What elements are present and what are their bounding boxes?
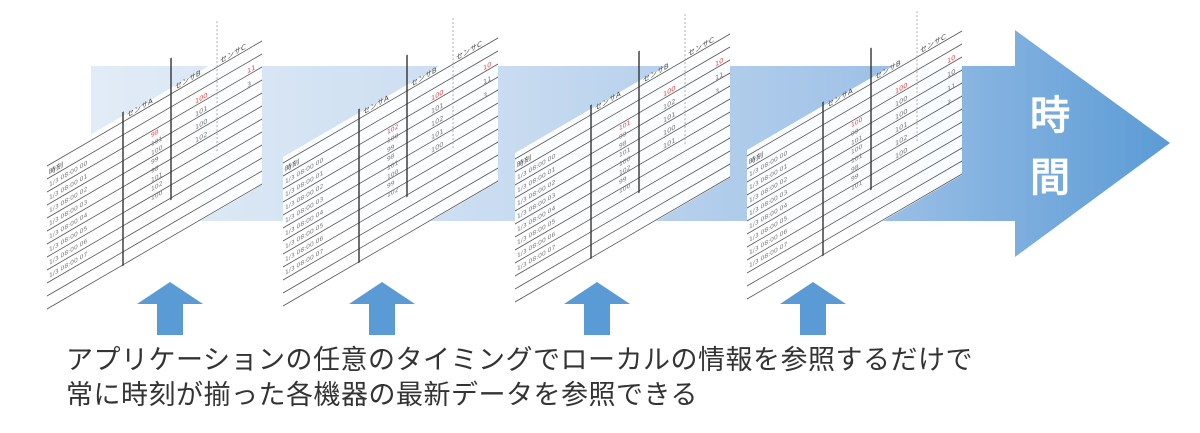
- up-arrow-icon: [564, 282, 630, 335]
- sensor-a-cell: 101: [619, 118, 630, 132]
- sensor-a-cell: 102: [387, 122, 398, 136]
- time-label-char-1: 時: [1030, 93, 1070, 139]
- sensor-a-cell: 98: [387, 152, 395, 164]
- time-axis-label: 時 間: [1020, 85, 1080, 209]
- sensor-a-cell: 101: [387, 158, 398, 172]
- sensor-a-cell: 102: [151, 179, 162, 193]
- sensor-a-cell: 102: [619, 163, 630, 177]
- sensor-a-cell: 100: [387, 167, 398, 181]
- up-arrow-icon: [349, 282, 415, 335]
- sensor-a-cell: 100: [851, 115, 862, 129]
- sensor-c-cell: 11: [247, 62, 255, 75]
- sensor-a-cell: 99: [619, 175, 627, 187]
- sensor-a-cell: 101: [619, 145, 630, 159]
- sensor-c-cell: 11: [715, 69, 723, 82]
- sensor-a-cell: 101: [851, 151, 862, 165]
- sensor-a-cell: 100: [851, 142, 862, 156]
- sensor-a-cell: 102: [387, 185, 398, 199]
- time-label-char-2: 間: [1030, 155, 1070, 201]
- sensor-a-cell: 99: [387, 143, 395, 155]
- sensor-c-cell: 3: [715, 86, 719, 97]
- up-arrow-icon: [137, 282, 203, 335]
- sensor-c-cell: 10: [947, 52, 955, 65]
- sensor-a-cell: 98: [151, 128, 159, 140]
- sensor-a-cell: 99: [619, 130, 627, 142]
- sensor-a-cell: 98: [151, 164, 159, 176]
- sensor-a-cell: 98: [619, 139, 627, 151]
- sensor-c-cell: 11: [483, 73, 491, 86]
- sensor-c-cell: 10: [947, 66, 955, 79]
- sensor-a-cell: 98: [851, 163, 859, 175]
- sensor-a-cell: 101: [151, 134, 162, 148]
- sensor-c-cell: 3: [483, 90, 487, 101]
- caption-line-1: アプリケーションの任意のタイミングでローカルの情報を参照するだけで: [66, 345, 973, 376]
- sensor-c-cell: 10: [483, 59, 491, 72]
- read-timing-arrows: [137, 282, 846, 335]
- sensor-c-cell: 3: [247, 79, 251, 90]
- caption: アプリケーションの任意のタイミングでローカルの情報を参照するだけで 常に時刻が揃…: [66, 343, 1066, 413]
- sensor-a-cell: 100: [387, 131, 398, 145]
- sensor-a-cell: 100: [619, 154, 630, 168]
- sensor-c-cell: 11: [947, 80, 955, 93]
- sensor-a-cell: 101: [151, 170, 162, 184]
- sensor-a-cell: 101: [851, 178, 862, 192]
- sensor-a-cell: 99: [387, 179, 395, 191]
- sensor-c-cell: 3: [947, 97, 951, 108]
- sensor-a-cell: 100: [151, 188, 162, 202]
- sensor-c-cell: 10: [715, 55, 723, 68]
- sensor-a-cell: 100: [619, 181, 630, 195]
- sensor-a-cell: 101: [851, 133, 862, 147]
- sensor-a-cell: 99: [151, 155, 159, 167]
- caption-line-2: 常に時刻が揃った各機器の最新データを参照できる: [66, 380, 698, 411]
- up-arrow-icon: [780, 282, 846, 335]
- sensor-a-cell: 99: [851, 172, 859, 184]
- sensor-a-cell: 99: [851, 127, 859, 139]
- sensor-a-cell: 100: [151, 143, 162, 157]
